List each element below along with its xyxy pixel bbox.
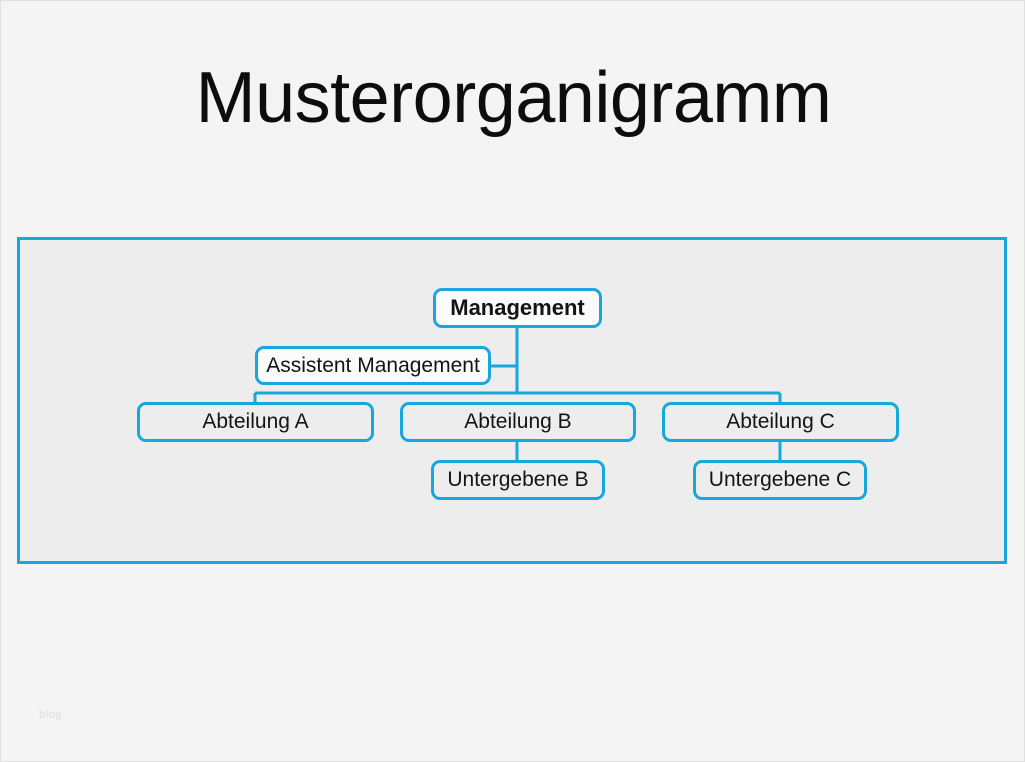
org-node-assistent-management[interactable]: Assistent Management (255, 346, 491, 385)
org-node-abteilung-c[interactable]: Abteilung C (662, 402, 899, 442)
org-node-label: Abteilung A (202, 410, 309, 433)
org-node-untergebene-c[interactable]: Untergebene C (693, 460, 867, 500)
page-title: Musterorganigramm (195, 58, 832, 138)
org-node-label: Abteilung C (726, 410, 835, 433)
org-node-label: Management (450, 295, 585, 320)
org-chart-container: Management Assistent Management Abteilun… (17, 237, 1007, 564)
org-node-label: Assistent Management (266, 353, 480, 377)
org-node-untergebene-b[interactable]: Untergebene B (431, 460, 605, 500)
org-node-label: Untergebene C (708, 468, 852, 491)
org-node-label: Untergebene B (447, 468, 589, 491)
org-node-abteilung-b[interactable]: Abteilung B (400, 402, 636, 442)
org-node-label: Abteilung B (464, 410, 572, 433)
connector-lines (253, 328, 782, 460)
org-node-management[interactable]: Management (433, 288, 602, 328)
org-node-abteilung-a[interactable]: Abteilung A (137, 402, 374, 442)
watermark-blog: blog (39, 709, 62, 721)
